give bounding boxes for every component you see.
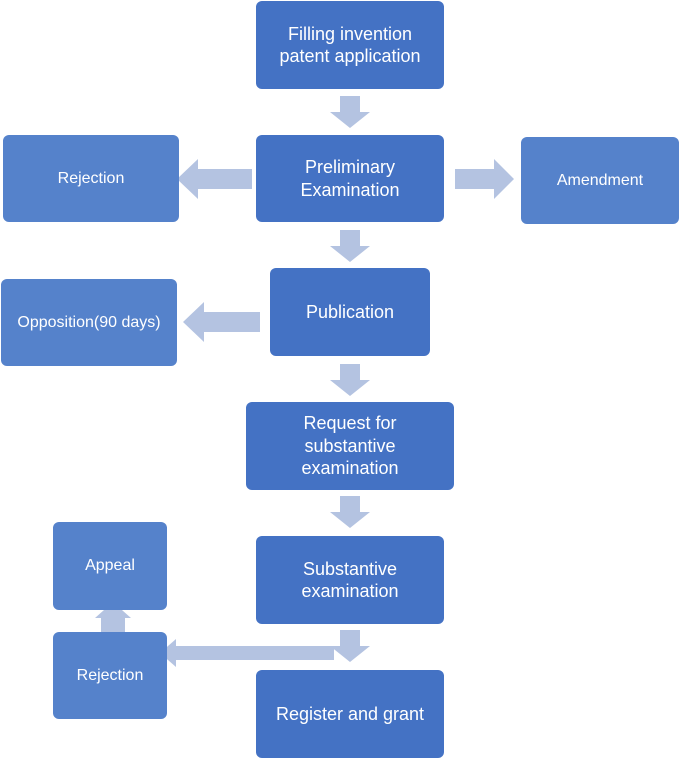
arrow-filing-to-preliminary: [330, 96, 370, 128]
node-substantive-examination: Substantive examination: [256, 536, 444, 624]
arrow-preliminary-to-amendment: [455, 159, 514, 199]
node-rejection-top-label: Rejection: [58, 169, 125, 189]
node-appeal-label: Appeal: [85, 556, 135, 576]
node-preliminary-examination-label: Preliminary Examination: [300, 156, 399, 201]
node-substantive-examination-label: Substantive examination: [301, 558, 398, 603]
node-appeal: Appeal: [53, 522, 167, 610]
arrow-preliminary-to-rejection: [177, 159, 252, 199]
node-amendment: Amendment: [521, 137, 679, 224]
node-preliminary-examination: Preliminary Examination: [256, 135, 444, 222]
node-publication-label: Publication: [306, 301, 394, 324]
node-rejection-bottom: Rejection: [53, 632, 167, 719]
arrow-publication-to-opposition: [183, 302, 260, 342]
node-filing-application: Filling invention patent application: [256, 1, 444, 89]
node-opposition: Opposition(90 days): [1, 279, 177, 366]
arrow-publication-to-request: [330, 364, 370, 396]
arrow-request-to-substantive: [330, 496, 370, 528]
node-publication: Publication: [270, 268, 430, 356]
arrow-to-rejection-bottom: [160, 639, 334, 667]
node-rejection-top: Rejection: [3, 135, 179, 222]
arrow-preliminary-to-publication: [330, 230, 370, 262]
node-filing-application-label: Filling invention patent application: [279, 23, 420, 68]
node-request-substantive-examination: Request for substantive examination: [246, 402, 454, 490]
arrow-substantive-to-register: [330, 630, 370, 662]
node-register-and-grant: Register and grant: [256, 670, 444, 758]
node-request-substantive-examination-label: Request for substantive examination: [301, 412, 398, 480]
node-amendment-label: Amendment: [557, 171, 643, 191]
node-register-and-grant-label: Register and grant: [276, 703, 424, 726]
node-rejection-bottom-label: Rejection: [77, 666, 144, 686]
node-opposition-label: Opposition(90 days): [17, 313, 160, 333]
